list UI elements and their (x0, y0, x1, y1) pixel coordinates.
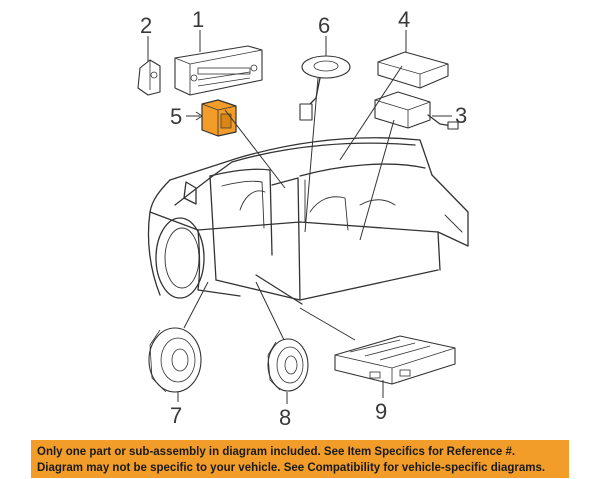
callout-9: 9 (375, 399, 387, 424)
part-7-speaker[interactable] (148, 327, 202, 393)
callout-4: 4 (398, 7, 410, 32)
part-9-amplifier[interactable] (334, 335, 456, 385)
callout-5: 5 (170, 104, 182, 129)
part-8-speaker[interactable] (267, 338, 309, 392)
truck-outline (147, 137, 469, 305)
callout-2: 2 (140, 13, 152, 38)
notice-line-2: Diagram may not be specific to your vehi… (37, 462, 546, 474)
diagram-canvas: 1 2 3 4 5 6 7 8 9 (137, 7, 469, 430)
leader-lines (147, 30, 452, 404)
notice-line-1: Only one part or sub-assembly in diagram… (37, 446, 516, 458)
compatibility-notice: Only one part or sub-assembly in diagram… (31, 440, 569, 478)
callout-3: 3 (455, 103, 467, 128)
part-6-tweeter[interactable] (299, 55, 351, 121)
part-5-switch-highlighted[interactable] (201, 99, 237, 137)
part-1-radio-unit[interactable] (174, 45, 263, 96)
callout-6: 6 (318, 13, 330, 38)
part-3-control-module[interactable] (374, 91, 459, 130)
callout-8: 8 (279, 405, 291, 430)
callout-1: 1 (192, 7, 204, 32)
callout-7: 7 (170, 403, 182, 428)
part-4-module[interactable] (377, 51, 449, 89)
part-2-bracket[interactable] (137, 59, 161, 96)
